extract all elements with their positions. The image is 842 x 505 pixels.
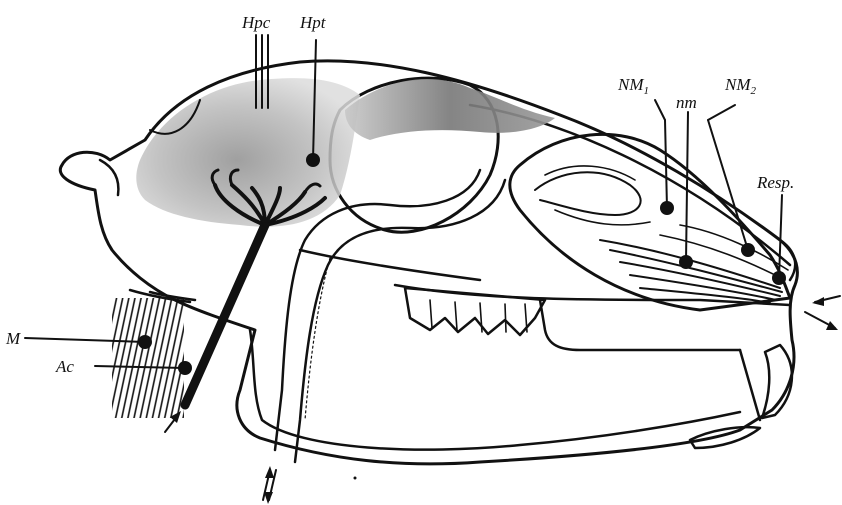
label-hpc: Hpc [241, 13, 271, 32]
label-hpt: Hpt [299, 13, 327, 32]
label-nm1: NM1 [617, 75, 649, 97]
label-ac: Ac [55, 357, 74, 376]
pointer-nm [679, 112, 693, 269]
air-flow-arrow-left-icon [263, 466, 276, 504]
label-nm1-sub: 1 [644, 85, 650, 97]
label-resp: Resp. [756, 173, 794, 192]
label-nm: nm [676, 93, 697, 112]
label-m: M [5, 329, 21, 348]
label-nm1-main: NM [617, 75, 644, 94]
hatched-region [112, 298, 184, 418]
nasal-turbinates [535, 166, 788, 303]
specks [354, 477, 357, 480]
air-flow-arrow-right-icon [805, 296, 840, 330]
label-nm2-sub: 2 [751, 85, 757, 97]
label-nm2-main: NM [724, 75, 751, 94]
label-nm2: NM2 [724, 75, 757, 97]
